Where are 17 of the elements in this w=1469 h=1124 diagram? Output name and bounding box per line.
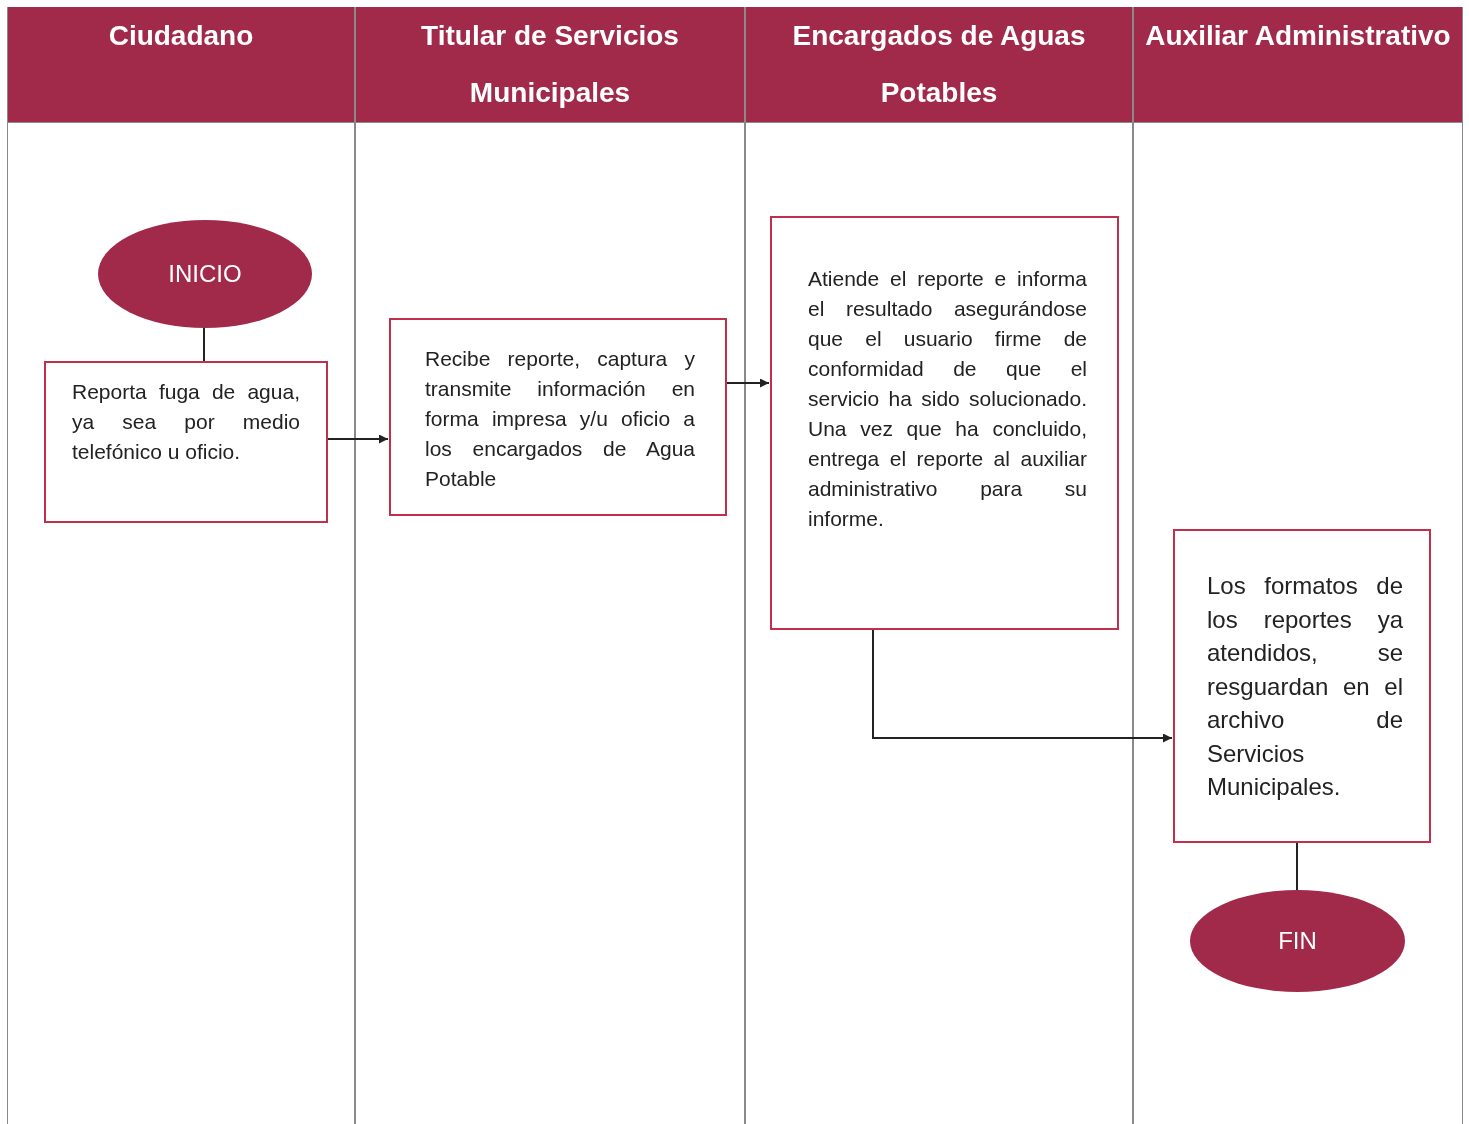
swimlane (7, 7, 355, 1124)
process-box: Reporta fuga de agua, ya sea por medio telefónico u oficio. (44, 361, 328, 523)
swimlane (745, 7, 1133, 1124)
connector-line (203, 327, 205, 362)
terminator-ellipse: FIN (1190, 890, 1405, 992)
swimlane (355, 7, 745, 1124)
lane-header: Ciudadano (8, 7, 354, 123)
terminator-ellipse: INICIO (98, 220, 312, 328)
lane-header: Auxiliar Administrativo (1134, 7, 1462, 123)
arrow (872, 629, 1173, 743)
process-box: Recibe reporte, captura y transmite información en forma impresa y/u oficio a los encargados de Agua Potable (389, 318, 727, 516)
connector-line (1296, 842, 1298, 891)
lane-header: Titular de Servicios Municipales (356, 7, 744, 123)
process-box: Los formatos de los reportes ya atendidos, se resguardan en el archivo de Servicios Municipales. (1173, 529, 1431, 843)
process-box: Atiende el reporte e informa el resultado asegurándose que el usuario firme de conformidad de que el servicio ha sido solucionado. Una vez que ha concluido, entrega el reporte al auxiliar administrativo para su informe. (770, 216, 1119, 630)
swimlane (1133, 7, 1463, 1124)
lane-header: Encargados de Aguas Potables (746, 7, 1132, 123)
